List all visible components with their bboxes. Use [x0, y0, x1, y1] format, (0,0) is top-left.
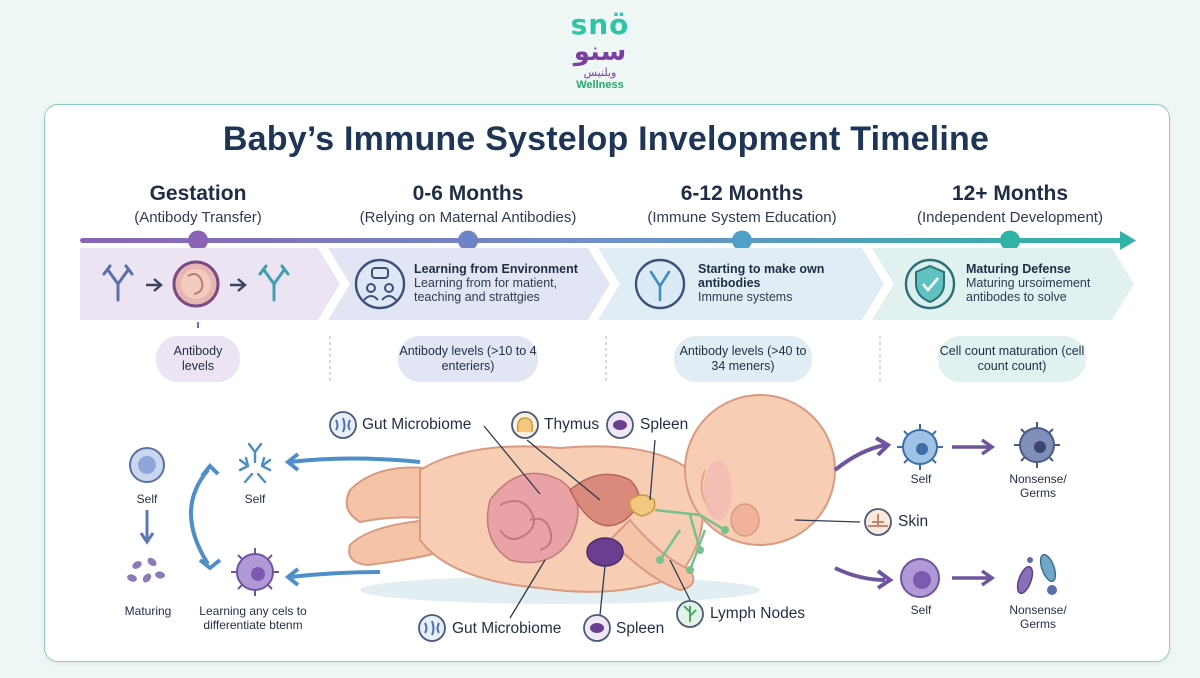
label-self-right-top: Self — [910, 472, 932, 486]
label-gut-microbiome-bottom: Gut Microbiome — [452, 620, 562, 637]
maturing-cells-icon — [127, 557, 165, 583]
chip-6-12: Antibody levels (>40 to 34 meners) — [674, 336, 812, 382]
community-icon — [354, 258, 406, 310]
stage-subtitle: (Immune System Education) — [647, 209, 837, 226]
gut-microbiome-icon — [329, 411, 357, 439]
arrow-left-icon — [289, 456, 421, 464]
arrow-right-icon — [952, 569, 996, 587]
stage-title: 6-12 Months — [680, 182, 804, 205]
arrow-right-icon — [230, 278, 247, 292]
chip-text: Antibody levels (>40 to 34 meners) — [679, 344, 807, 373]
label-spleen-top: Spleen — [640, 416, 689, 433]
spleen-shape — [586, 537, 624, 567]
band-text: Maturing ursoimement antibodes to solve — [966, 276, 1091, 304]
arrow-left-icon — [289, 570, 381, 579]
stage-gestation: Gestation (Antibody Transfer) — [68, 182, 328, 226]
fetus-icon — [172, 260, 220, 308]
arrow-right-icon — [952, 438, 996, 456]
band-title: Maturing Defense — [966, 262, 1071, 276]
self-cell-icon-right-top — [897, 424, 943, 470]
chip-12plus: Cell count maturation (cell count count) — [938, 336, 1086, 382]
spiky-cell-icon — [231, 548, 279, 596]
chip-text: Cell count maturation (cell count count) — [939, 344, 1085, 373]
stage-subtitle: (Antibody Transfer) — [134, 209, 262, 226]
arrow-down-icon — [139, 510, 155, 545]
band-title: Learning from Environment — [414, 262, 578, 276]
label-maturing: Maturing — [124, 604, 172, 618]
timeline-dot-0-6 — [458, 230, 478, 251]
chip-0-6: Antibody levels (>10 to 4 enteriers) — [398, 336, 538, 382]
stage-0-6-months: 0-6 Months (Relying on Maternal Antibodi… — [338, 182, 598, 226]
band-text: Learning from for matient, teaching and … — [414, 276, 558, 304]
self-cell-icon-top — [129, 447, 165, 483]
brand-sub: Wellness — [576, 79, 624, 91]
stage-title: Gestation — [149, 182, 247, 205]
band-text-6-12: Starting to make own antibodies Immune s… — [698, 262, 858, 304]
germ-cell-icon-bottom — [1016, 553, 1057, 595]
antibody-cluster-icon — [238, 442, 272, 484]
cycle-arrow — [189, 468, 210, 566]
page-title: Baby’s Immune Systelop Invelopment Timel… — [222, 120, 990, 158]
baby-illustration — [345, 394, 836, 604]
antibody-icon — [102, 264, 134, 302]
band-0-6 — [328, 248, 610, 320]
band-text: Immune systems — [698, 290, 793, 304]
timeline-line — [80, 238, 1122, 243]
label-self-mid: Self — [244, 492, 266, 506]
stage-subtitle: (Independent Development) — [917, 209, 1103, 226]
germ-cell-icon-top — [1014, 422, 1060, 468]
label-gut-microbiome-top: Gut Microbiome — [362, 416, 472, 433]
label-spleen-bottom: Spleen — [616, 620, 665, 637]
stage-6-12-months: 6-12 Months (Immune System Education) — [612, 182, 872, 226]
label-learning: Learning any cels to differentiate btenm — [199, 604, 307, 632]
shield-check-icon — [904, 258, 956, 310]
chip-text: Antibody levels (>10 to 4 enteriers) — [399, 344, 537, 373]
label-germs-bottom: Nonsense/ Germs — [1009, 603, 1067, 631]
self-cell-icon-right-bottom — [900, 558, 940, 598]
chip-gestation: Antibody levels — [156, 336, 240, 382]
timeline-dot-6-12 — [732, 230, 752, 251]
timeline-dot-gestation — [188, 230, 208, 251]
arrow-right-icon — [833, 443, 886, 472]
gut-microbiome-icon — [418, 614, 446, 642]
timeline-dot-12plus — [1000, 230, 1020, 251]
stage-12-plus-months: 12+ Months (Independent Development) — [880, 182, 1140, 226]
timeline-arrowhead — [1120, 231, 1136, 250]
antibody-icon — [258, 264, 290, 302]
stage-subtitle: (Relying on Maternal Antibodies) — [359, 209, 577, 226]
chip-text: Antibody levels — [173, 344, 223, 373]
brand-arabic-sub: ويلنيس — [583, 66, 617, 79]
arrow-right-icon — [834, 566, 886, 582]
label-germs-top: Nonsense/ Germs — [1009, 472, 1067, 500]
band-title: Starting to make own antibodies — [698, 262, 825, 290]
thymus-shape — [629, 494, 656, 517]
stage-title: 12+ Months — [951, 182, 1069, 205]
label-self-left: Self — [136, 492, 158, 506]
label-lymph-nodes: Lymph Nodes — [710, 605, 806, 622]
brand-arabic: سنو — [573, 37, 627, 67]
brand-mark: snö — [570, 8, 630, 41]
lymph-vessels — [654, 508, 726, 571]
stage-title: 0-6 Months — [412, 182, 524, 205]
label-self-right-bottom: Self — [910, 603, 932, 617]
brand-logo: snö سنو ويلنيس Wellness — [540, 8, 660, 92]
arrow-right-icon — [146, 278, 163, 292]
label-skin: Skin — [898, 513, 929, 530]
label-thymus: Thymus — [544, 416, 600, 433]
antibody-circle-icon — [634, 258, 686, 310]
band-text-12plus: Maturing Defense Maturing ursoimement an… — [966, 262, 1126, 304]
band-text-0-6: Learning from Environment Learning from … — [414, 262, 594, 304]
